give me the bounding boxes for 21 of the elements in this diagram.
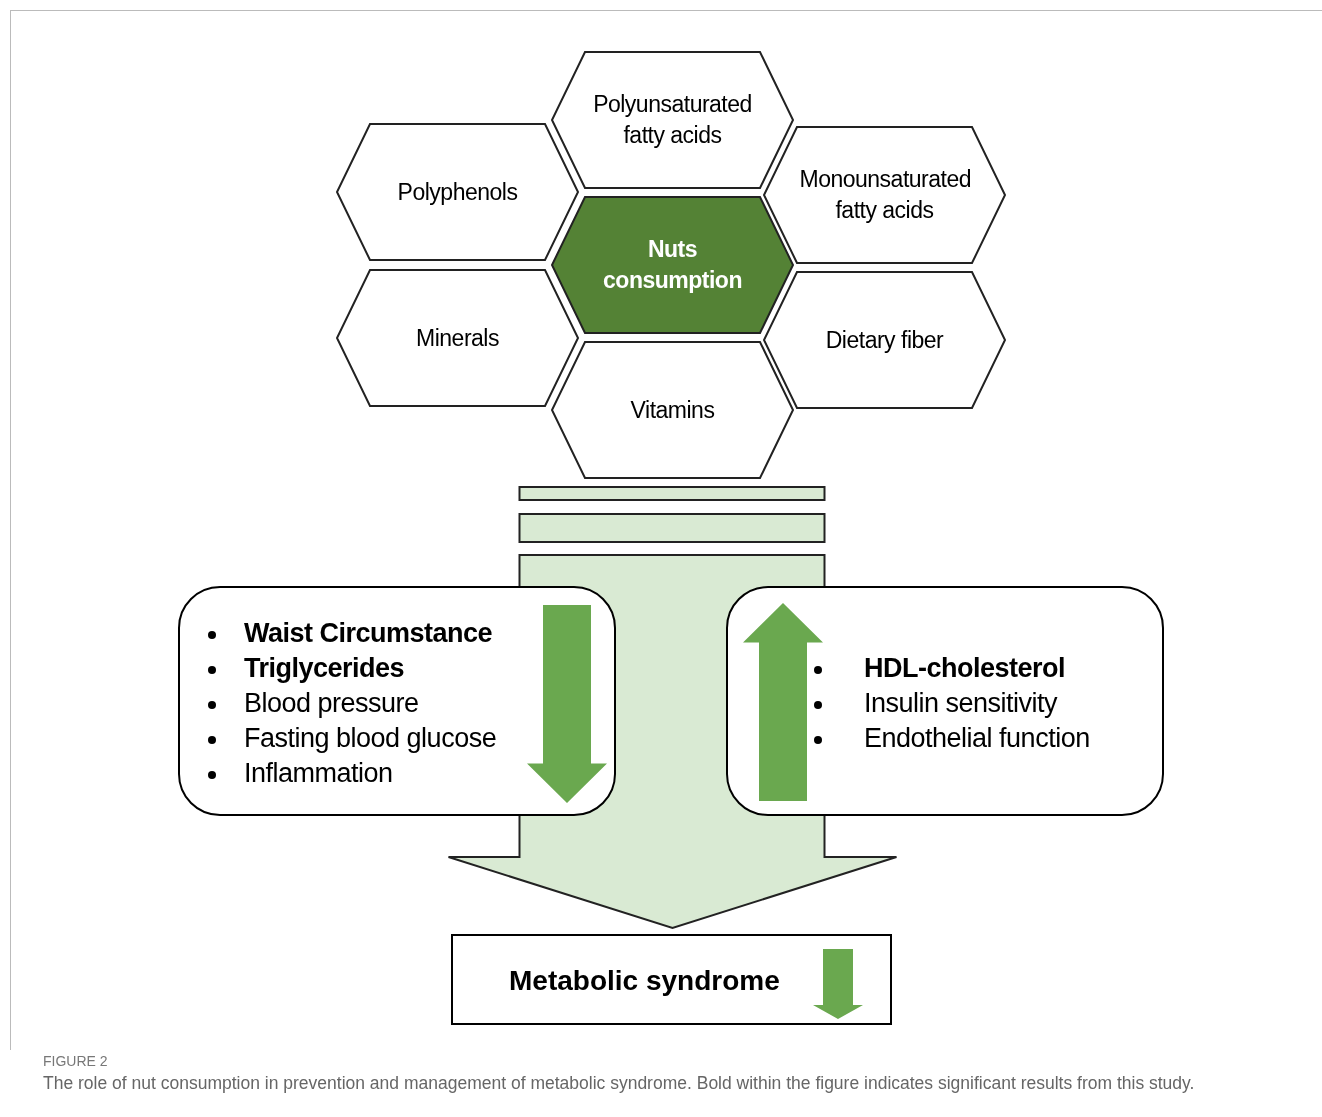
list-panel <box>726 586 1164 816</box>
list-item-text: Insulin sensitivity <box>864 688 1058 718</box>
hexagon-label: Nuts consumption <box>602 235 743 295</box>
list-item-text: HDL-cholesterol <box>864 653 1066 683</box>
figure-number: FIGURE 2 <box>43 1053 108 1069</box>
result-box <box>451 934 892 1025</box>
hexagon-label: Dietary fiber <box>825 325 944 355</box>
list-panel <box>178 586 616 816</box>
figure-caption: The role of nut consumption in prevention and management of metabolic syndrome. Bold within the figure indicates significant results from this study. <box>43 1073 1195 1094</box>
list-item-text: Endothelial function <box>864 723 1090 753</box>
hexagon-label: Polyunsaturated fatty acids <box>592 90 753 150</box>
hexagon-label: Vitamins <box>630 395 715 425</box>
hexagon-label: Polyphenols <box>397 177 518 207</box>
list-item-text: Fasting blood glucose <box>244 723 497 753</box>
list-item-text: Inflammation <box>244 758 393 788</box>
hexagon-label: Monounsaturated fatty acids <box>799 165 970 225</box>
hexagon-label: Minerals <box>416 323 499 353</box>
list-item-text: Blood pressure <box>244 688 419 718</box>
list-item-text: Triglycerides <box>244 653 405 683</box>
result-label: Metabolic syndrome <box>509 964 780 998</box>
list-item-text: Waist Circumstance <box>244 618 493 648</box>
